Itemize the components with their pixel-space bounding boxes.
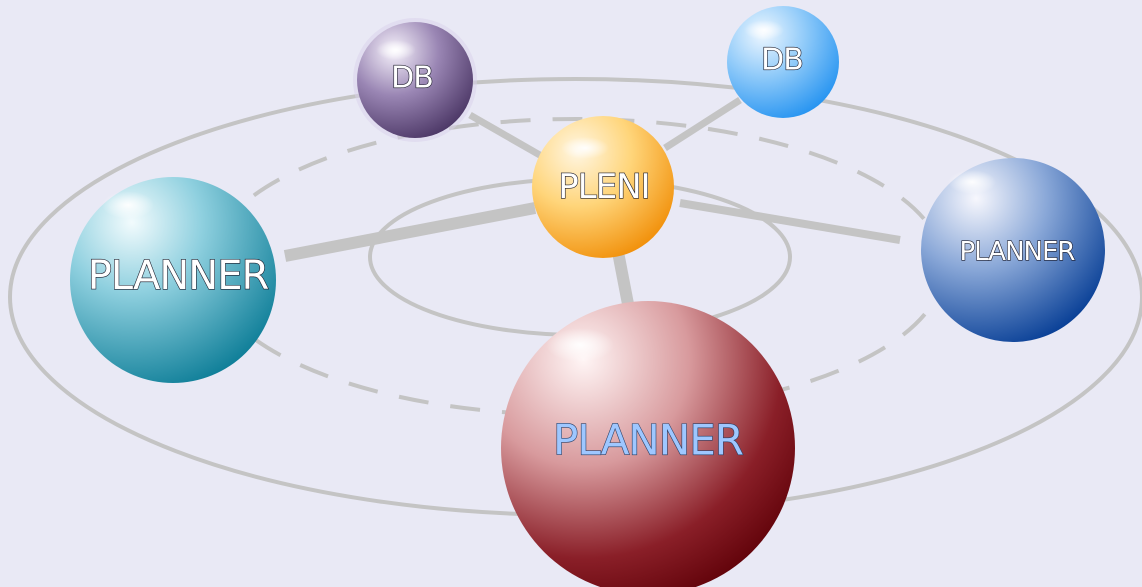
connector-planner-navy (679, 199, 901, 244)
connector-db-blue (663, 97, 742, 151)
planner-node-teal: PLANNER (70, 177, 276, 383)
connector-db-purple (468, 111, 547, 162)
pleni-node: PLENI (532, 116, 674, 258)
pleni-label: PLENI (558, 167, 649, 207)
db-label: DB (391, 61, 433, 96)
db-label: DB (761, 43, 803, 78)
planner-node-navy: PLANNER (921, 158, 1105, 342)
connector-planner-teal (283, 202, 537, 262)
db-node-purple: DB (353, 18, 477, 142)
connector-planner-maroon (612, 250, 634, 306)
planner-label: PLANNER (960, 237, 1076, 267)
planner-label: PLANNER (88, 253, 269, 299)
planner-node-maroon: PLANNER (501, 301, 795, 587)
planner-label: PLANNER (553, 416, 743, 465)
db-node-blue: DB (727, 6, 839, 118)
